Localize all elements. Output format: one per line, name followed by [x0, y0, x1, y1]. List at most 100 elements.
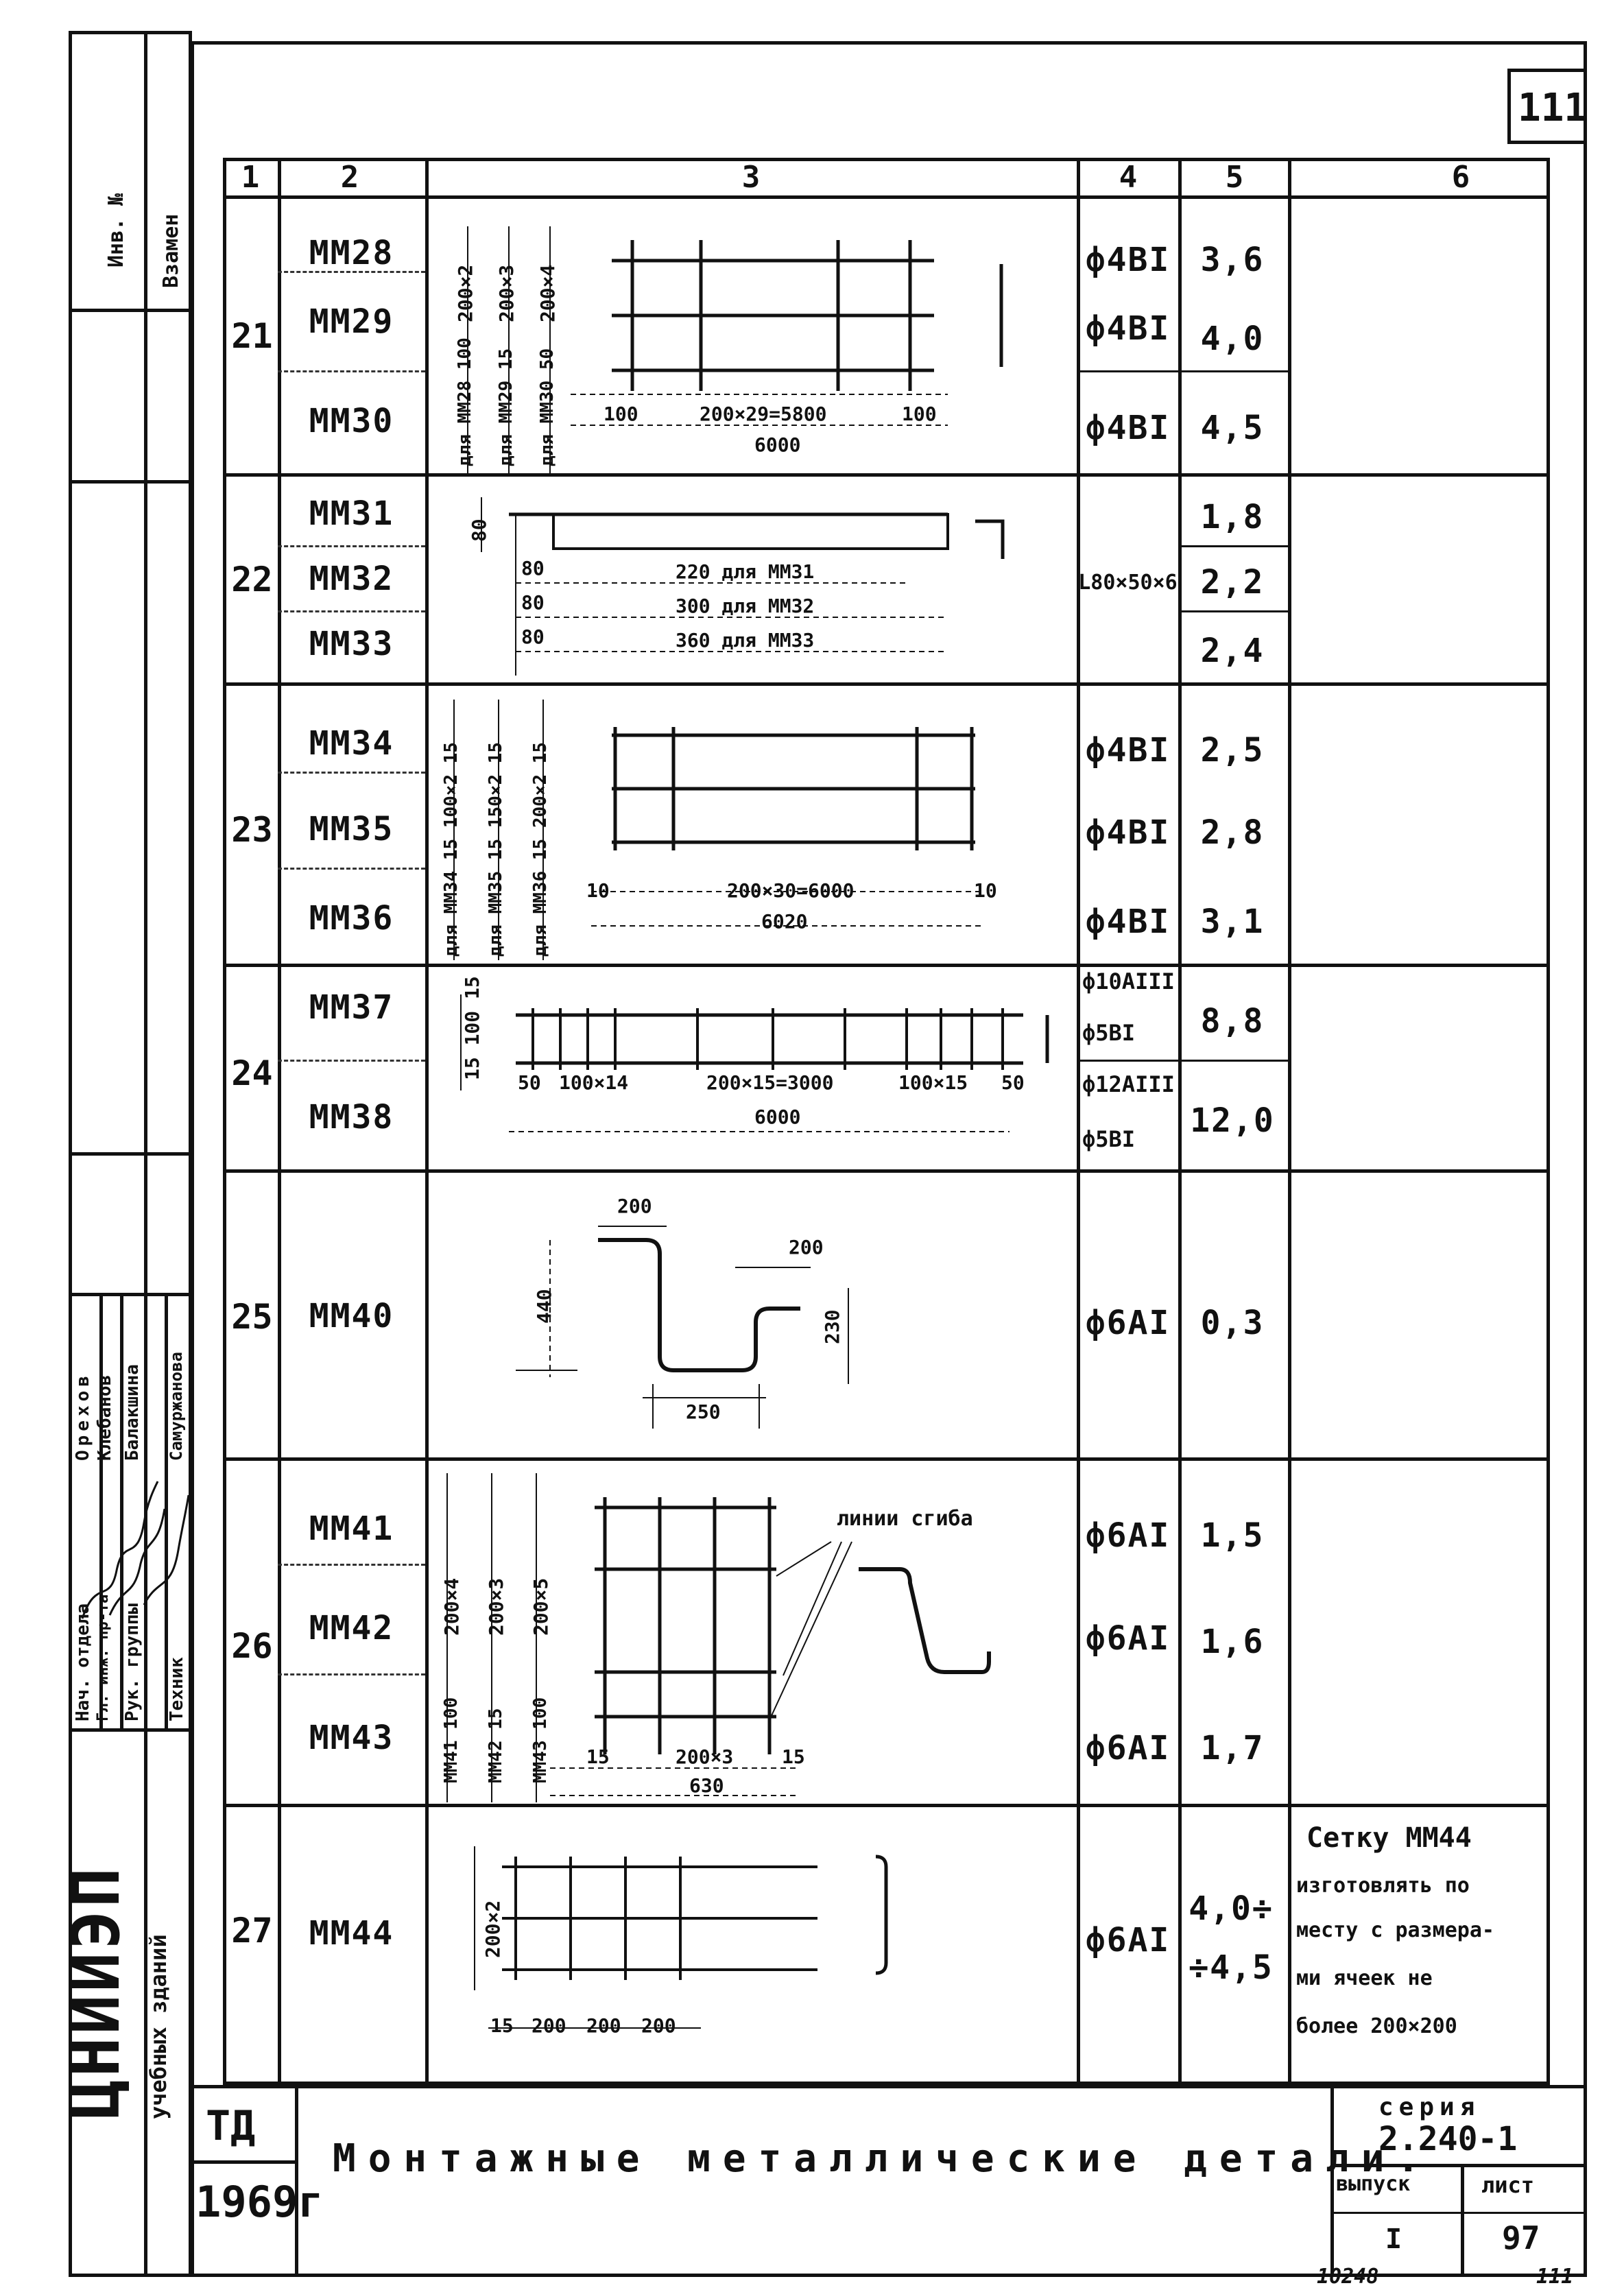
dim-label: 50 [1001, 1071, 1025, 1094]
dim-label: для ММ34 15 100×2 15 [441, 741, 462, 957]
institute-logo: ЦНИИЭП [58, 1865, 134, 2119]
top-sheet-box [1507, 69, 1587, 144]
col-line [278, 158, 281, 2085]
row-number: 27 [231, 1911, 273, 1951]
dim-label: для ММ35 15 150×2 15 [486, 741, 506, 957]
dim-label: 80 [521, 557, 545, 580]
stamp-line [69, 1293, 192, 1296]
col-line [1288, 158, 1291, 2085]
col-line [425, 158, 429, 2085]
mark-cell: ММ44 [309, 1914, 394, 1953]
row-number: 24 [231, 1053, 273, 1093]
dim-label: 200×2 [481, 1900, 504, 1958]
mark-cell: ММ28 [309, 234, 394, 272]
row-sep [223, 682, 1550, 686]
dim-label: 200 [586, 2014, 621, 2037]
row-number: 25 [231, 1297, 273, 1337]
profile-cell: ф12АIII [1082, 1071, 1175, 1097]
footer-left: 10248 [1317, 2265, 1379, 2289]
stamp-line [69, 1152, 192, 1156]
mass-cell: 2,4 [1200, 632, 1265, 670]
name-label: Самуржанова [167, 1352, 186, 1461]
spec-table [223, 158, 1550, 2085]
mass-cell: 1,5 [1200, 1516, 1265, 1555]
sub-row-line [1077, 1060, 1288, 1062]
row-sep [223, 1169, 1550, 1173]
dim-label: ММ42 15 [486, 1708, 506, 1783]
frame-drawing-24 [460, 994, 1049, 1132]
profile-cell: ф5ВI [1082, 1020, 1136, 1046]
dim-label: 15 [490, 2014, 514, 2037]
bar-drawing-25 [516, 1226, 849, 1429]
angle-drawing-22 [481, 497, 1005, 676]
dim-label: 6020 [761, 910, 808, 933]
note-line: Сетку ММ44 [1306, 1822, 1472, 1854]
dim-label: 10 [974, 879, 997, 902]
title-block-line [1461, 2164, 1464, 2277]
dim-label: 100 [604, 403, 638, 425]
row-sep [223, 473, 1550, 477]
profile-cell: L80×50×6 [1078, 571, 1178, 595]
header-col-2: 2 [340, 160, 359, 195]
dim-label: 200×4 [536, 264, 559, 322]
title-block-line [1330, 2164, 1587, 2167]
dim-label: 200×4 [440, 1577, 463, 1636]
dim-label: 80 [468, 518, 490, 542]
row-number: 26 [231, 1626, 273, 1666]
header-col-1: 1 [241, 160, 260, 195]
mass-cell: 3,6 [1200, 241, 1265, 279]
dim-label: 200×3 [485, 1577, 508, 1636]
dim-label: 15 100 15 [461, 976, 483, 1080]
dim-label: 200×3 [495, 264, 518, 322]
sheet-number: 97 [1502, 2219, 1540, 2256]
title-block-line [1330, 2212, 1587, 2214]
role-label: Техник [167, 1657, 187, 1721]
dim-label: 440 [533, 1289, 556, 1324]
mass-cell: 12,0 [1190, 1101, 1275, 1140]
dim-label: для ММ29 15 [496, 348, 516, 466]
mass-cell: 2,5 [1200, 731, 1265, 770]
stamp-line [165, 1293, 168, 1728]
row-sep [223, 964, 1550, 967]
dim-label: 200 [532, 2014, 566, 2037]
profile-cell: ф4ВI [1085, 813, 1171, 852]
header-col-4: 4 [1119, 160, 1138, 195]
mark-cell: ММ29 [309, 302, 394, 341]
dim-label: 200×30=6000 [727, 879, 855, 902]
title-block-line [1330, 2085, 1334, 2277]
dim-label: 100×14 [559, 1071, 629, 1094]
profile-cell: ф6АI [1085, 1921, 1171, 1959]
dim-label: 200×5 [529, 1577, 552, 1636]
dim-label: 200 [641, 2014, 676, 2037]
mark-cell: ММ34 [309, 724, 394, 763]
footer-right: 111 [1536, 2265, 1574, 2289]
dim-label: 250 [686, 1400, 721, 1423]
dim-label: 6000 [754, 433, 801, 456]
sub-row-line [278, 271, 425, 273]
dim-label: для ММ28 100 [455, 337, 475, 466]
dim-label: ММ41 100 [441, 1697, 462, 1783]
mass-cell: 2,2 [1200, 563, 1265, 601]
mark-cell: ММ31 [309, 494, 394, 533]
mass-cell: 1,7 [1200, 1729, 1265, 1767]
dim-label: 200 [789, 1236, 824, 1259]
sheet-label: лист [1481, 2172, 1535, 2198]
dim-label: 100 [902, 403, 937, 425]
dim-label: 10 [586, 879, 610, 902]
name-label: Балакшина [122, 1364, 143, 1461]
mark-cell: ММ35 [309, 810, 394, 848]
profile-cell: ф6АI [1085, 1619, 1171, 1658]
mass-cell: 4,0÷ ÷4,5 [1189, 1889, 1274, 1988]
dim-label: 50 [518, 1071, 541, 1094]
issue-label: выпуск [1336, 2172, 1411, 2196]
header-col-6: 6 [1451, 160, 1470, 195]
profile-cell: ф10АIII [1082, 968, 1175, 994]
mass-cell: 4,5 [1200, 409, 1265, 447]
stamp-line [69, 309, 192, 312]
profile-cell: ф4ВI [1085, 241, 1171, 279]
mass-cell: 1,6 [1200, 1623, 1265, 1661]
mark-cell: ММ30 [309, 402, 394, 440]
drawing-frame [191, 41, 1587, 2277]
mark-cell: ММ43 [309, 1719, 394, 1757]
dim-label: 15 [586, 1745, 610, 1768]
